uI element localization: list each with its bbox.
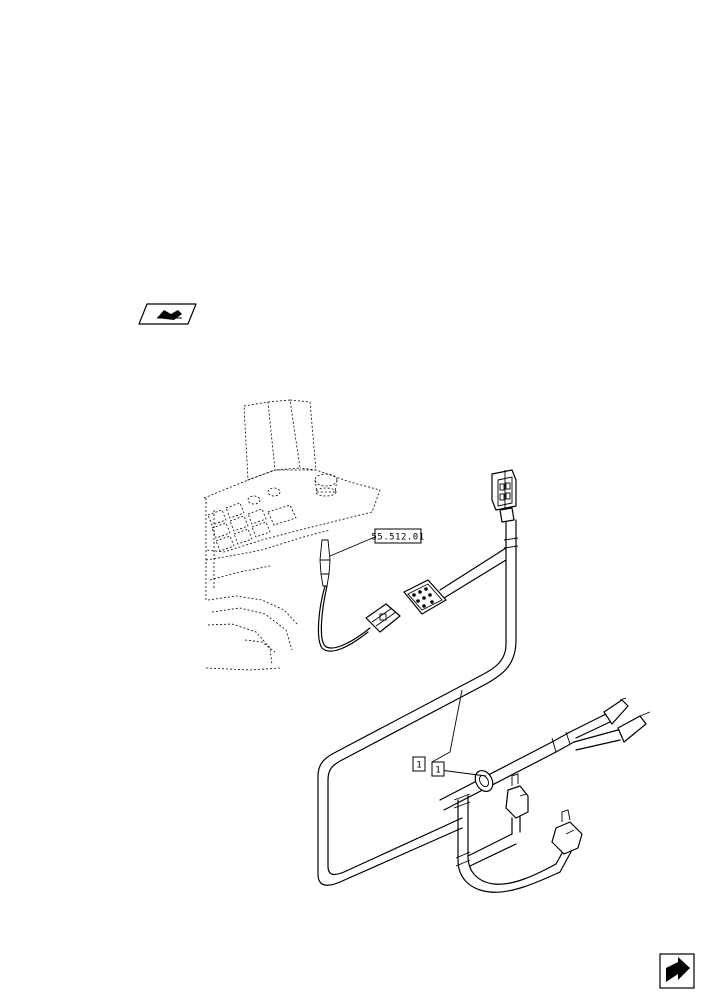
ref-tag-label: 55.512.01 bbox=[371, 533, 424, 543]
item-leader-line bbox=[431, 689, 463, 763]
ref-tag: 55.512.01 bbox=[371, 528, 424, 544]
item-leader-line-2 bbox=[439, 769, 487, 777]
item-label-2: 1 bbox=[435, 766, 440, 776]
ref-leader-line bbox=[329, 536, 376, 557]
item-callout-2: 1 bbox=[431, 761, 445, 777]
next-page-arrow-icon[interactable] bbox=[659, 953, 695, 989]
view-direction-icon bbox=[138, 303, 197, 325]
sensor-pigtail bbox=[317, 539, 401, 652]
item-callout-1: 1 bbox=[412, 756, 426, 772]
main-harness bbox=[317, 469, 651, 893]
item-label-1: 1 bbox=[416, 761, 421, 771]
cab-console-ghost bbox=[203, 399, 381, 671]
